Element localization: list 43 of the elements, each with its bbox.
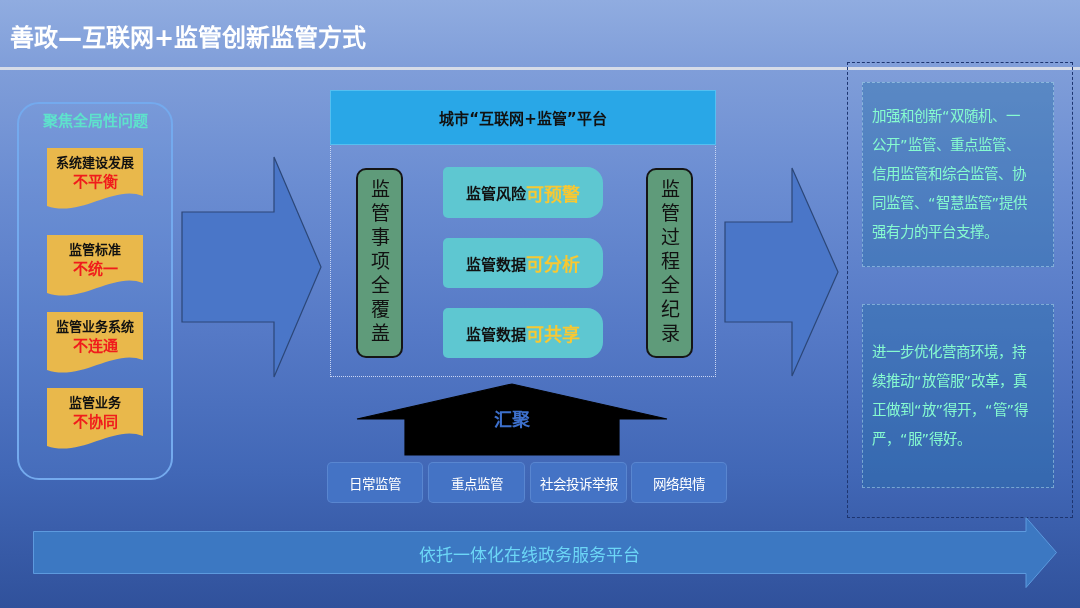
feature-label: 监管数据 xyxy=(466,254,526,274)
card-highlight: 不平衡 xyxy=(72,172,118,192)
document-card xyxy=(47,312,143,376)
document-card xyxy=(47,388,143,452)
feature-highlight: 可分析 xyxy=(526,253,580,276)
source-box: 社会投诉举报 xyxy=(530,462,627,503)
block-arrow xyxy=(181,156,322,378)
note-box: 进一步优化营商环境，持续推动“放管服”改革，真正做到“放”得开，“管”得严，“服”得好。 xyxy=(862,304,1054,488)
block-arrow xyxy=(356,383,668,456)
slide-title: 善政—互联网+监管创新监管方式 xyxy=(10,23,367,54)
platform-frame xyxy=(330,90,716,377)
feature-box xyxy=(443,308,603,358)
note-box: 加强和创新“双随机、一公开”监管、重点监管、信用监管和综合监管、协同监管、“智慧监管”提供强有力的平台支撑。 xyxy=(862,82,1054,267)
feature-highlight: 可共享 xyxy=(526,323,580,346)
card-highlight: 不连通 xyxy=(72,336,118,356)
feature-box xyxy=(443,238,603,288)
vertical-box xyxy=(356,168,403,358)
feature-box xyxy=(443,167,603,218)
card-highlight: 不协同 xyxy=(72,412,118,432)
feature-highlight: 可预警 xyxy=(526,182,580,206)
card-heading: 系统建设发展 xyxy=(56,154,134,172)
block-arrow xyxy=(724,167,839,377)
edge-label: 汇聚 xyxy=(494,408,530,431)
feature-label: 监管风险 xyxy=(466,184,526,203)
document-card xyxy=(47,235,143,299)
document-card xyxy=(47,148,143,212)
dashed-frame xyxy=(847,62,1073,518)
group-box xyxy=(17,102,173,480)
band-label: 依托一体化在线政务服务平台 xyxy=(419,543,640,565)
vertical-box xyxy=(646,168,693,358)
vertical-label: 监管事项全覆盖 xyxy=(368,179,391,347)
card-heading: 监管业务 xyxy=(69,394,121,412)
card-heading: 监管标准 xyxy=(69,241,121,259)
group-title: 聚焦全局性问题 xyxy=(42,111,148,131)
feature-label: 监管数据 xyxy=(466,324,526,344)
source-box: 重点监管 xyxy=(428,462,525,503)
vertical-label: 监管过程全纪录 xyxy=(658,179,681,347)
source-box: 网络舆情 xyxy=(631,462,727,503)
band-arrow xyxy=(33,517,1057,588)
source-box: 日常监管 xyxy=(327,462,423,503)
card-heading: 监管业务系统 xyxy=(56,318,134,336)
card-highlight: 不统一 xyxy=(72,259,118,279)
header-band: 城市“互联网+监管”平台 xyxy=(330,90,716,145)
